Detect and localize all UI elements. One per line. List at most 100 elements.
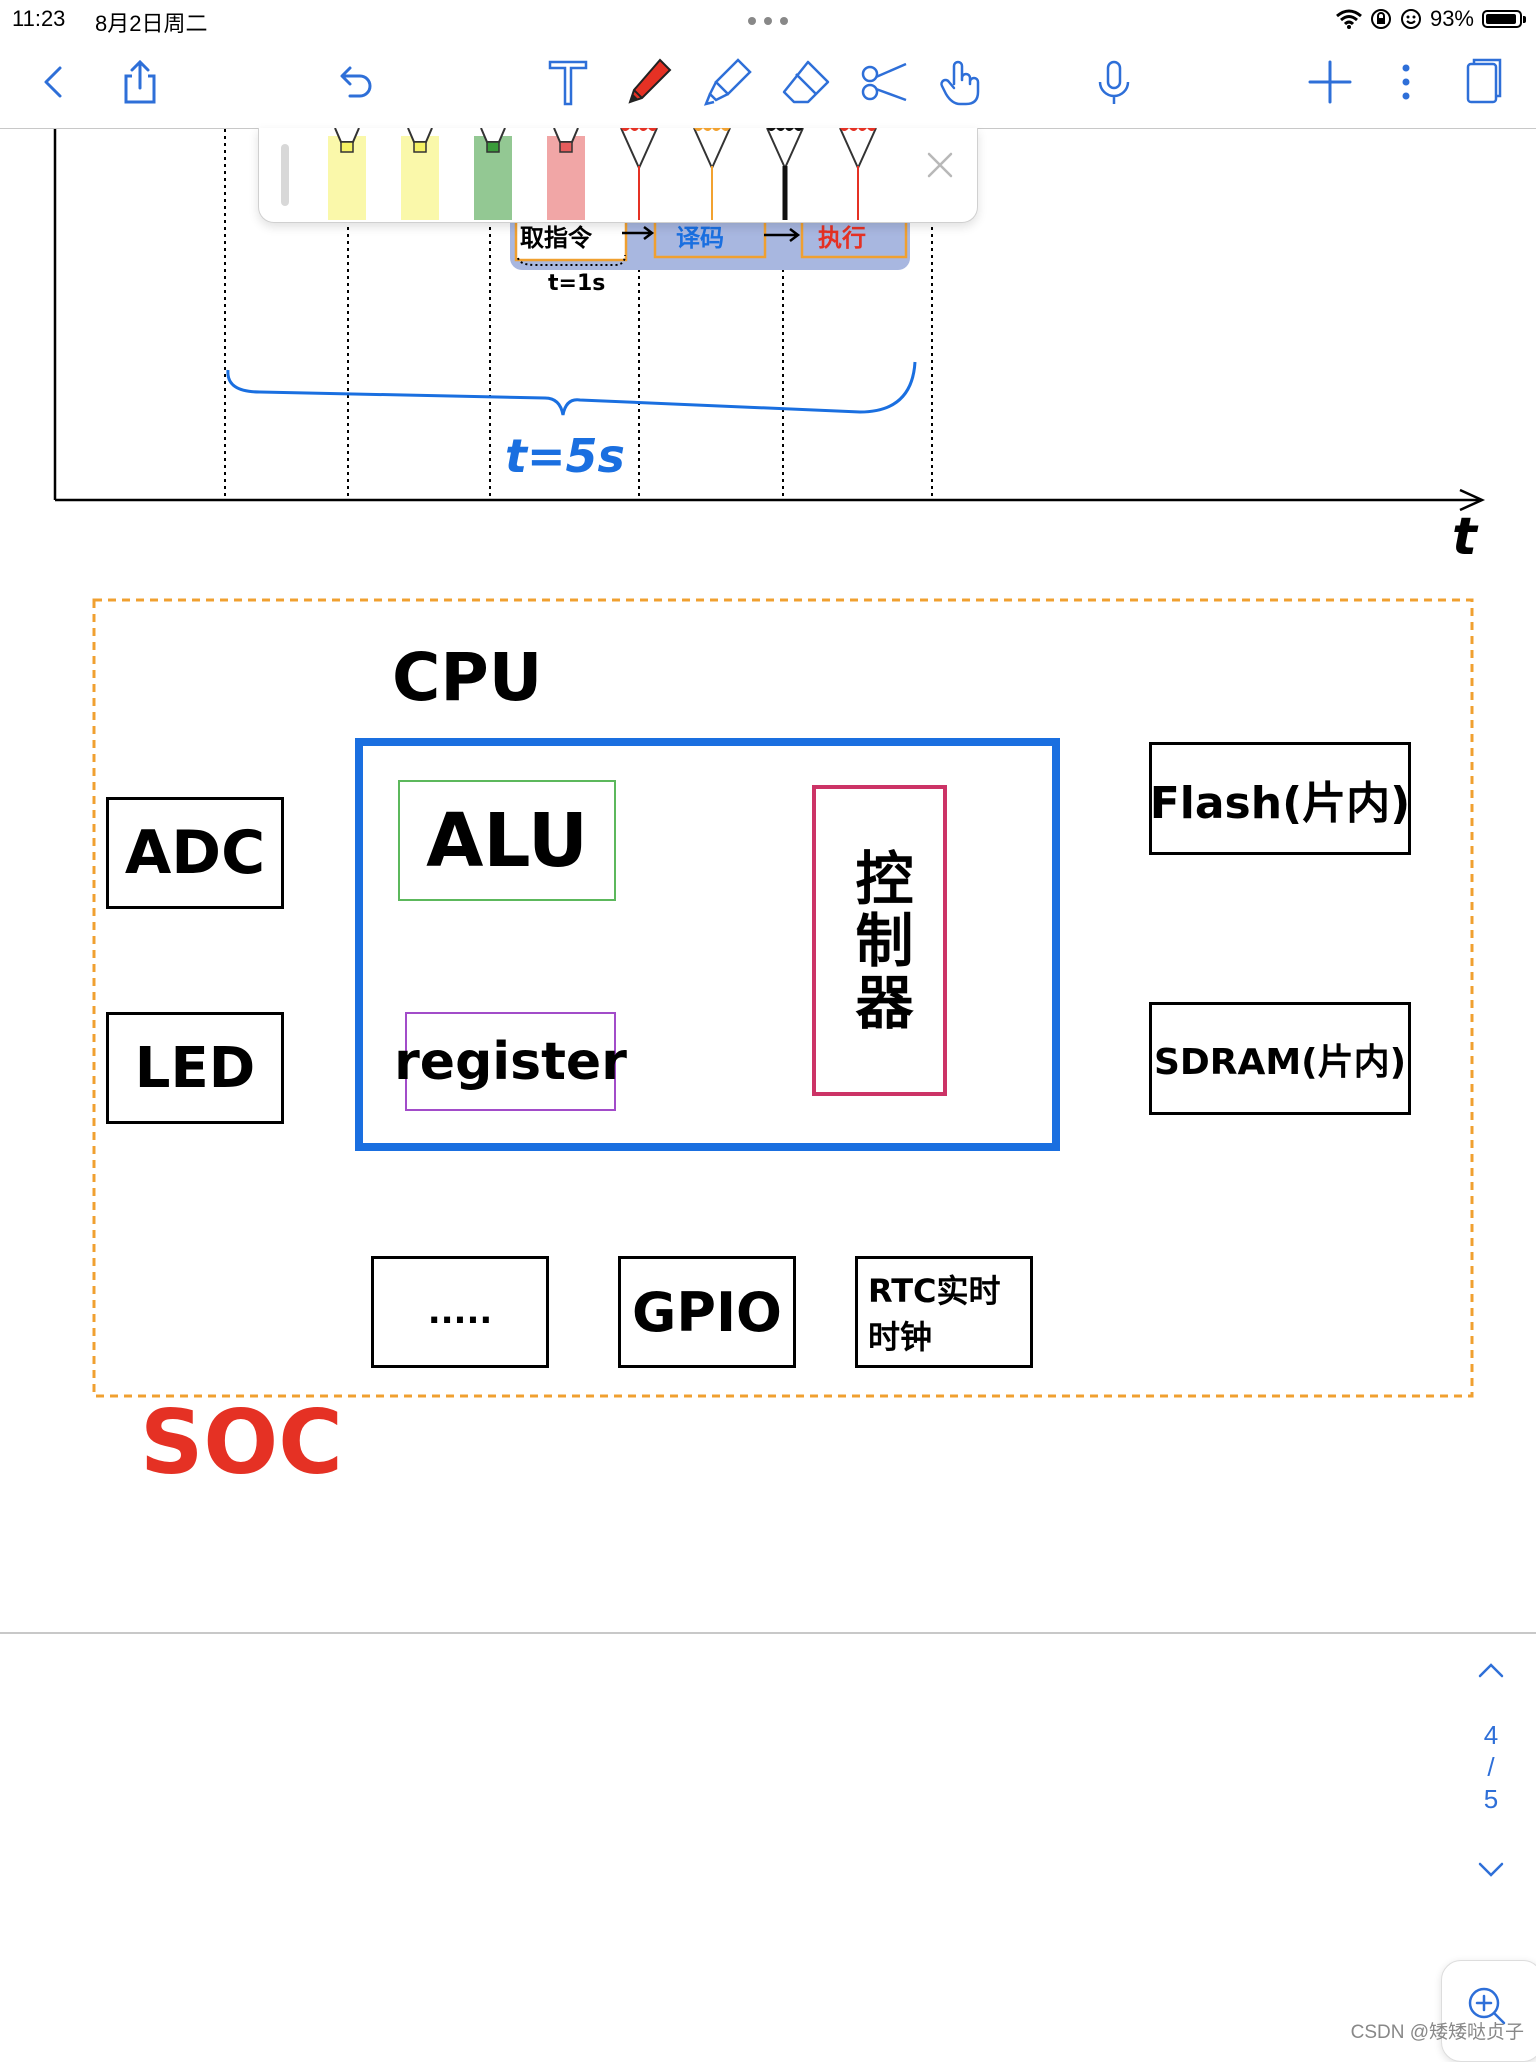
controller-label: 控制器 (845, 847, 914, 1034)
undo-button[interactable] (322, 50, 386, 114)
fetch-brace (517, 254, 626, 266)
pen-slot-1[interactable] (325, 127, 369, 220)
lasso-scissors-icon (861, 62, 907, 102)
lasso-button[interactable] (852, 50, 916, 114)
status-date: 8月2日周二 (95, 11, 208, 36)
stage-time-label: t=1s (548, 271, 606, 296)
sdram-label: SDRAM(片内) (1153, 1041, 1407, 1083)
pen-slot-8[interactable] (836, 127, 880, 220)
toolbar (0, 40, 1536, 129)
focus-mode-icon (1400, 9, 1421, 29)
controller-box: 控制器 (812, 785, 947, 1096)
status-time: 11:23 (12, 6, 66, 31)
cpu-boundary (355, 738, 1060, 1151)
adc-box: ADC (106, 797, 284, 909)
current-page-number: 4 (1483, 1720, 1499, 1750)
touch-mode-button[interactable] (928, 50, 992, 114)
soc-label: SOC (140, 1391, 343, 1494)
led-label: LED (134, 1035, 256, 1101)
rtc-label-line1: RTC实时 (868, 1272, 1001, 1310)
pen-slot-4[interactable] (544, 127, 588, 220)
pages-button[interactable] (1450, 50, 1514, 114)
stage-arrow-2 (764, 228, 801, 242)
highlighter-icon (703, 58, 752, 106)
back-button[interactable] (22, 50, 86, 114)
chevron-up-icon (1478, 1663, 1504, 1678)
wifi-icon (1335, 9, 1362, 29)
zoom-button[interactable] (1441, 1960, 1536, 2062)
text-tool-icon (548, 60, 588, 106)
pages-icon (1466, 58, 1502, 104)
pen-icon (620, 127, 658, 220)
pen-slot-5[interactable] (617, 127, 661, 220)
share-button[interactable] (108, 50, 172, 114)
next-page-button[interactable] (1466, 1850, 1516, 1890)
highlighter-icon (401, 127, 439, 220)
soc-boundary (92, 598, 1474, 1398)
add-page-button[interactable] (1298, 50, 1362, 114)
rtc-box: RTC实时 时钟 (855, 1256, 1033, 1368)
t-axis-arrow (1459, 488, 1486, 512)
more-peripherals-box: ..... (371, 1256, 549, 1368)
fetch-stage-label: 取指令 (520, 224, 592, 252)
pen-tool-icon (628, 58, 672, 104)
execute-stage-label: 执行 (818, 224, 866, 252)
stage-arrow-1 (622, 226, 655, 240)
battery-level (1486, 14, 1516, 24)
flash-label: Flash(片内) (1149, 777, 1411, 829)
page-number-separator: / (1487, 1752, 1495, 1782)
more-options-button[interactable] (1374, 50, 1438, 114)
alu-label: ALU (426, 797, 588, 884)
pen-icon (693, 127, 731, 220)
total-time-label: t=5s (505, 429, 625, 483)
pen-slot-2[interactable] (398, 127, 442, 220)
microphone-icon (1098, 60, 1130, 104)
hand-touch-icon (940, 60, 980, 106)
pen-slot-7[interactable] (763, 127, 807, 220)
pen-slot-6[interactable] (690, 127, 734, 220)
register-box: register (394, 1012, 627, 1111)
pen-tool-button[interactable] (616, 50, 680, 114)
zoom-in-icon (1468, 1987, 1506, 2025)
multitasking-dots-icon[interactable] (744, 14, 792, 28)
highlighter-icon (328, 127, 366, 220)
close-palette-icon[interactable] (923, 148, 957, 182)
status-bar: 11:23 8月2日周二 93% (0, 0, 1536, 40)
note-canvas[interactable]: 取指令 译码 执行 t=1s t=5s t CPU ALU register 控… (0, 129, 1536, 1629)
battery-percent: 93% (1429, 6, 1474, 31)
pen-palette (258, 127, 978, 223)
eraser-icon (782, 60, 830, 104)
orientation-lock-icon (1370, 9, 1391, 29)
led-box: LED (106, 1012, 284, 1124)
previous-page-button[interactable] (1466, 1650, 1516, 1690)
time-gridlines (224, 129, 933, 500)
page-navigator: 4 / 5 (1466, 1650, 1516, 1890)
rtc-label-line2: 时钟 (868, 1318, 933, 1356)
total-time-brace (226, 361, 917, 416)
eraser-button[interactable] (774, 50, 838, 114)
highlighter-icon (547, 127, 585, 220)
total-page-number: 5 (1483, 1784, 1499, 1814)
cpu-label: CPU (392, 639, 543, 716)
dots-label: ..... (427, 1292, 493, 1332)
pen-icon (839, 127, 877, 220)
page-separator (0, 1632, 1536, 1634)
highlighter-button[interactable] (696, 50, 760, 114)
more-options-icon (1402, 64, 1410, 100)
pen-slot-3[interactable] (471, 127, 515, 220)
undo-icon (340, 66, 372, 98)
battery-icon (1482, 10, 1526, 28)
gpio-box: GPIO (618, 1256, 796, 1368)
t-axis-label: t (1452, 507, 1477, 567)
alu-box: ALU (398, 780, 616, 901)
microphone-button[interactable] (1082, 50, 1146, 114)
pen-icon (766, 127, 804, 220)
chevron-down-icon (1478, 1862, 1504, 1877)
decode-stage-label: 译码 (676, 224, 724, 252)
text-tool-button[interactable] (536, 50, 600, 114)
highlighter-icon (474, 127, 512, 220)
palette-drag-handle[interactable] (281, 144, 289, 206)
gpio-label: GPIO (632, 1280, 782, 1344)
add-page-icon (1308, 60, 1352, 104)
adc-label: ADC (124, 818, 266, 888)
